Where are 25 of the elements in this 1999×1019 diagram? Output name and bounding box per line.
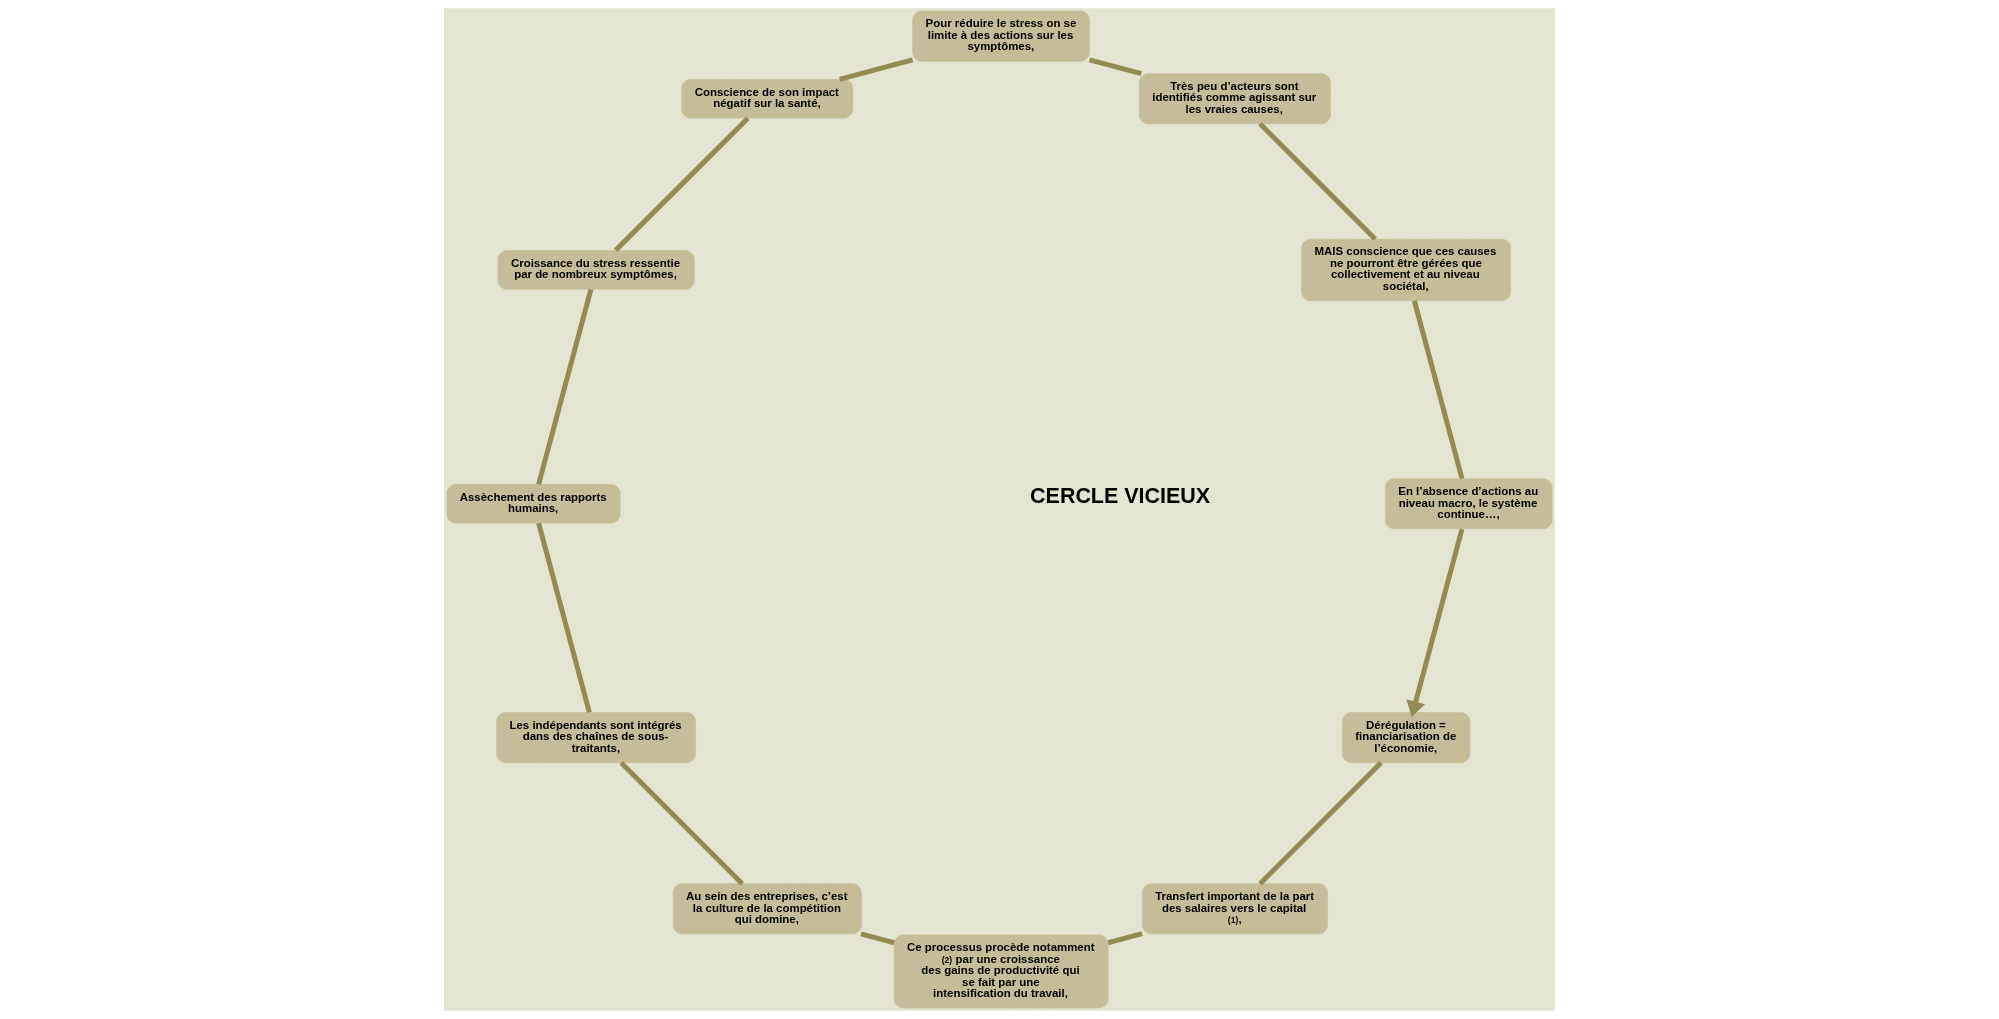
node-box: Assèchement des rapports humains, — [446, 484, 621, 524]
connector — [536, 522, 592, 713]
node-box: Les indépendants sont intégrés dans des chaînes de sous-traitants, — [496, 712, 696, 763]
label: CERCLE VICIEUX — [1030, 484, 1211, 509]
connector — [839, 57, 914, 82]
node-box: Ce processus procède notamment (2) par une croissance des gains de productivité qui se fait par une intensification du travail, — [893, 934, 1109, 1009]
node-box: Dérégulation = financiarisation de l’économie, — [1342, 712, 1471, 763]
connector — [860, 931, 895, 946]
node-box: Au sein des entreprises, c’est la culture de la compétition qui domine, — [672, 883, 862, 935]
arrow — [1406, 528, 1465, 718]
node-box: Transfert important de la part des salaires vers le capital (1), — [1141, 883, 1328, 935]
connector — [1258, 760, 1383, 886]
node-box: Très peu d’acteurs sont identifiés comme agissant sur les vraies causes, — [1139, 73, 1331, 125]
node-box: En l’absence d’actions au niveau macro, le système continue…, — [1385, 478, 1553, 530]
node-box: MAIS conscience que ces causes ne pourront être gérées que collectivement et au niveau sociétal, — [1301, 238, 1511, 302]
connector — [1411, 300, 1465, 480]
connector — [1258, 122, 1377, 241]
node-box: Conscience de son impact négatif sur la santé, — [681, 79, 854, 119]
node-box: Croissance du stress ressentie par de nombreux symptômes, — [497, 250, 695, 290]
node-box: Pour réduire le stress on se limite à des actions sur les symptômes, — [912, 10, 1090, 62]
connector — [619, 760, 744, 886]
connector — [613, 116, 750, 253]
connector — [1088, 57, 1142, 77]
connector — [536, 288, 594, 486]
connector — [1107, 931, 1143, 946]
